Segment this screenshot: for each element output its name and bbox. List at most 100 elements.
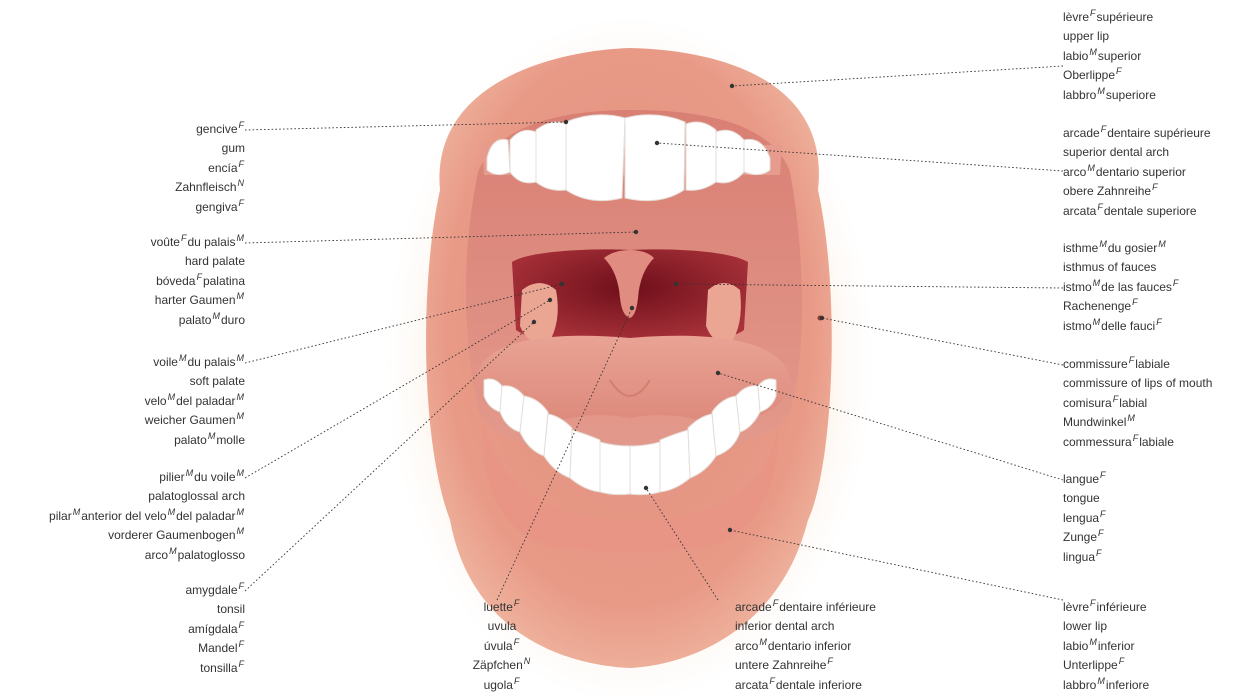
- gender-marker: M: [1127, 413, 1135, 423]
- gender-marker: M: [237, 353, 245, 363]
- term-text: Zunge: [1063, 530, 1097, 544]
- label-line: UnterlippeF: [1063, 656, 1149, 675]
- label-line: commessuraFlabiale: [1063, 433, 1212, 452]
- term-text: palato: [179, 313, 212, 327]
- label-line: linguaF: [1063, 548, 1107, 567]
- label-arcade-dentaire-inferieure: arcadeFdentaire inférieureinferior denta…: [735, 598, 876, 695]
- term-text: anterior del velo: [81, 509, 166, 523]
- term-text: úvula: [484, 639, 513, 653]
- term-text: Unterlippe: [1063, 658, 1118, 672]
- term-text: commissure: [1063, 357, 1128, 371]
- term-text: obere Zahnreihe: [1063, 184, 1151, 198]
- label-line: RachenengeF: [1063, 297, 1179, 316]
- term-text: labbro: [1063, 678, 1096, 692]
- term-text: Rachenenge: [1063, 299, 1131, 313]
- term-text: dentale superiore: [1104, 204, 1197, 218]
- term-text: lengua: [1063, 511, 1099, 525]
- gender-marker: M: [168, 392, 176, 402]
- gender-marker: M: [169, 546, 177, 556]
- label-line: weicher GaumenM: [145, 411, 245, 430]
- term-text: langue: [1063, 472, 1099, 486]
- term-text: molle: [216, 433, 245, 447]
- gender-marker: M: [237, 468, 245, 478]
- term-text: gengiva: [195, 200, 237, 214]
- label-voute-du-palais: voûteFdu palaisMhard palatebóvedaFpalati…: [151, 233, 245, 330]
- label-line: labbroMinferiore: [1063, 676, 1149, 695]
- gender-marker: F: [1098, 528, 1104, 538]
- term-text: palatoglossal arch: [148, 489, 245, 503]
- term-text: voûte: [151, 235, 180, 249]
- term-text: pilier: [159, 470, 184, 484]
- gender-marker: F: [1116, 66, 1122, 76]
- label-line: gengivaF: [175, 198, 245, 217]
- label-line: harter GaumenM: [151, 291, 245, 310]
- gender-marker: M: [1158, 239, 1166, 249]
- term-text: du voile: [194, 470, 235, 484]
- label-line: ugolaF: [446, 676, 558, 695]
- term-text: upper lip: [1063, 29, 1109, 43]
- gender-marker: F: [239, 159, 245, 169]
- term-text: de las fauces: [1101, 280, 1172, 294]
- label-line: luetteF: [446, 598, 558, 617]
- label-amygdale: amygdaleFtonsilamígdalaFMandelFtonsillaF: [185, 581, 245, 678]
- label-line: tongue: [1063, 489, 1107, 508]
- label-line: lower lip: [1063, 617, 1149, 636]
- term-text: du palais: [187, 235, 235, 249]
- term-text: inferiore: [1106, 678, 1149, 692]
- label-line: commissure of lips of mouth: [1063, 374, 1212, 393]
- label-line: arcoMdentario inferior: [735, 637, 876, 656]
- term-text: dentario superior: [1096, 165, 1186, 179]
- gender-marker: M: [1097, 86, 1105, 96]
- gender-marker: M: [208, 431, 216, 441]
- term-text: inferior dental arch: [735, 619, 834, 633]
- term-text: lingua: [1063, 550, 1095, 564]
- tonsil-left: [520, 283, 558, 344]
- term-text: soft palate: [190, 374, 245, 388]
- gender-marker: M: [1087, 163, 1095, 173]
- label-line: istmoMde las faucesF: [1063, 278, 1179, 297]
- term-text: tonsilla: [200, 661, 237, 675]
- label-line: tonsillaF: [185, 659, 245, 678]
- term-text: lèvre: [1063, 10, 1089, 24]
- label-line: palatoMduro: [151, 311, 245, 330]
- label-line: isthmus of fauces: [1063, 258, 1179, 277]
- label-line: arcoMdentario superior: [1063, 163, 1211, 182]
- term-text: dentario inferior: [768, 639, 851, 653]
- term-text: dentaire inférieure: [779, 600, 876, 614]
- term-text: Oberlippe: [1063, 68, 1115, 82]
- term-text: tongue: [1063, 491, 1100, 505]
- gender-marker: F: [239, 620, 245, 630]
- term-text: tonsil: [217, 602, 245, 616]
- term-text: encía: [208, 161, 237, 175]
- term-text: labbro: [1063, 88, 1096, 102]
- label-line: bóvedaFpalatina: [151, 272, 245, 291]
- term-text: vorderer Gaumenbogen: [108, 528, 235, 542]
- term-text: pilar: [49, 509, 72, 523]
- term-text: velo: [145, 394, 167, 408]
- gender-marker: F: [769, 676, 775, 686]
- label-line: arcoMpalatoglosso: [49, 546, 245, 565]
- gender-marker: F: [1096, 548, 1102, 558]
- label-line: voûteFdu palaisM: [151, 233, 245, 252]
- gender-marker: F: [1100, 470, 1106, 480]
- term-text: untere Zahnreihe: [735, 658, 826, 672]
- gender-marker: M: [179, 353, 187, 363]
- gender-marker: M: [168, 507, 176, 517]
- label-line: palatoglossal arch: [49, 487, 245, 506]
- label-line: hard palate: [151, 252, 245, 271]
- label-line: untere ZahnreiheF: [735, 656, 876, 675]
- gender-marker: F: [196, 272, 202, 282]
- term-text: isthmus of fauces: [1063, 260, 1156, 274]
- gender-marker: M: [237, 526, 245, 536]
- term-text: arcade: [1063, 126, 1100, 140]
- gender-marker: N: [524, 656, 531, 666]
- gender-marker: M: [1097, 676, 1105, 686]
- gender-marker: F: [1101, 124, 1107, 134]
- term-text: duro: [221, 313, 245, 327]
- label-line: lenguaF: [1063, 509, 1107, 528]
- label-line: obere ZahnreiheF: [1063, 182, 1211, 201]
- label-line: istmoMdelle fauciF: [1063, 317, 1179, 336]
